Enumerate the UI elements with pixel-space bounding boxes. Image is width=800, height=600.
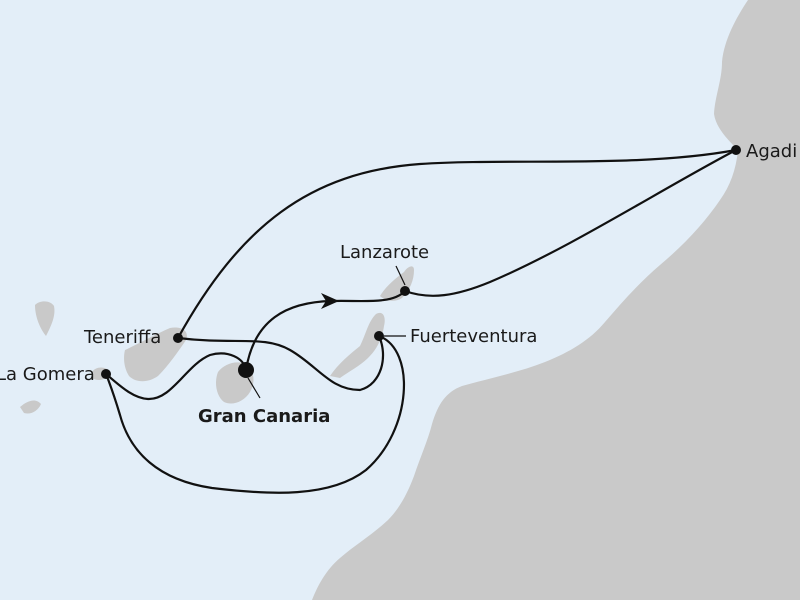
route-la-gomera-to-gran-canaria [104,352,248,401]
island-el-hierro [20,400,41,414]
port-label-gran-canaria: Gran Canaria [198,406,330,427]
port-marker-lanzarote [400,286,410,296]
port-label-fuerteventura: Fuerteventura [410,326,537,347]
port-label-agadir: Agadi [746,141,797,162]
port-marker-la-gomera [101,369,111,379]
port-label-la-gomera: La Gomera [0,364,95,385]
arrowhead-icon [321,293,339,309]
island-la-palma [35,301,55,336]
port-marker-teneriffa [173,333,183,343]
port-marker-gran-canaria [238,362,254,378]
island-fuerteventura [330,312,385,378]
port-marker-agadir [731,145,741,155]
port-label-teneriffa: Teneriffa [83,327,161,348]
port-label-lanzarote: Lanzarote [340,242,429,263]
leader-line-gran-canaria [247,377,261,399]
route-agadir-to-teneriffa [176,148,738,340]
leader-line-lanzarote [395,265,406,286]
african-coast-land [312,0,800,600]
route-teneriffa-to-fuerteventura [176,334,385,392]
island-tenerife [124,327,187,382]
route-lanzarote-to-agadir [403,148,738,297]
port-marker-fuerteventura [374,331,384,341]
route-fuerteventura-to-la-gomera [104,334,406,494]
